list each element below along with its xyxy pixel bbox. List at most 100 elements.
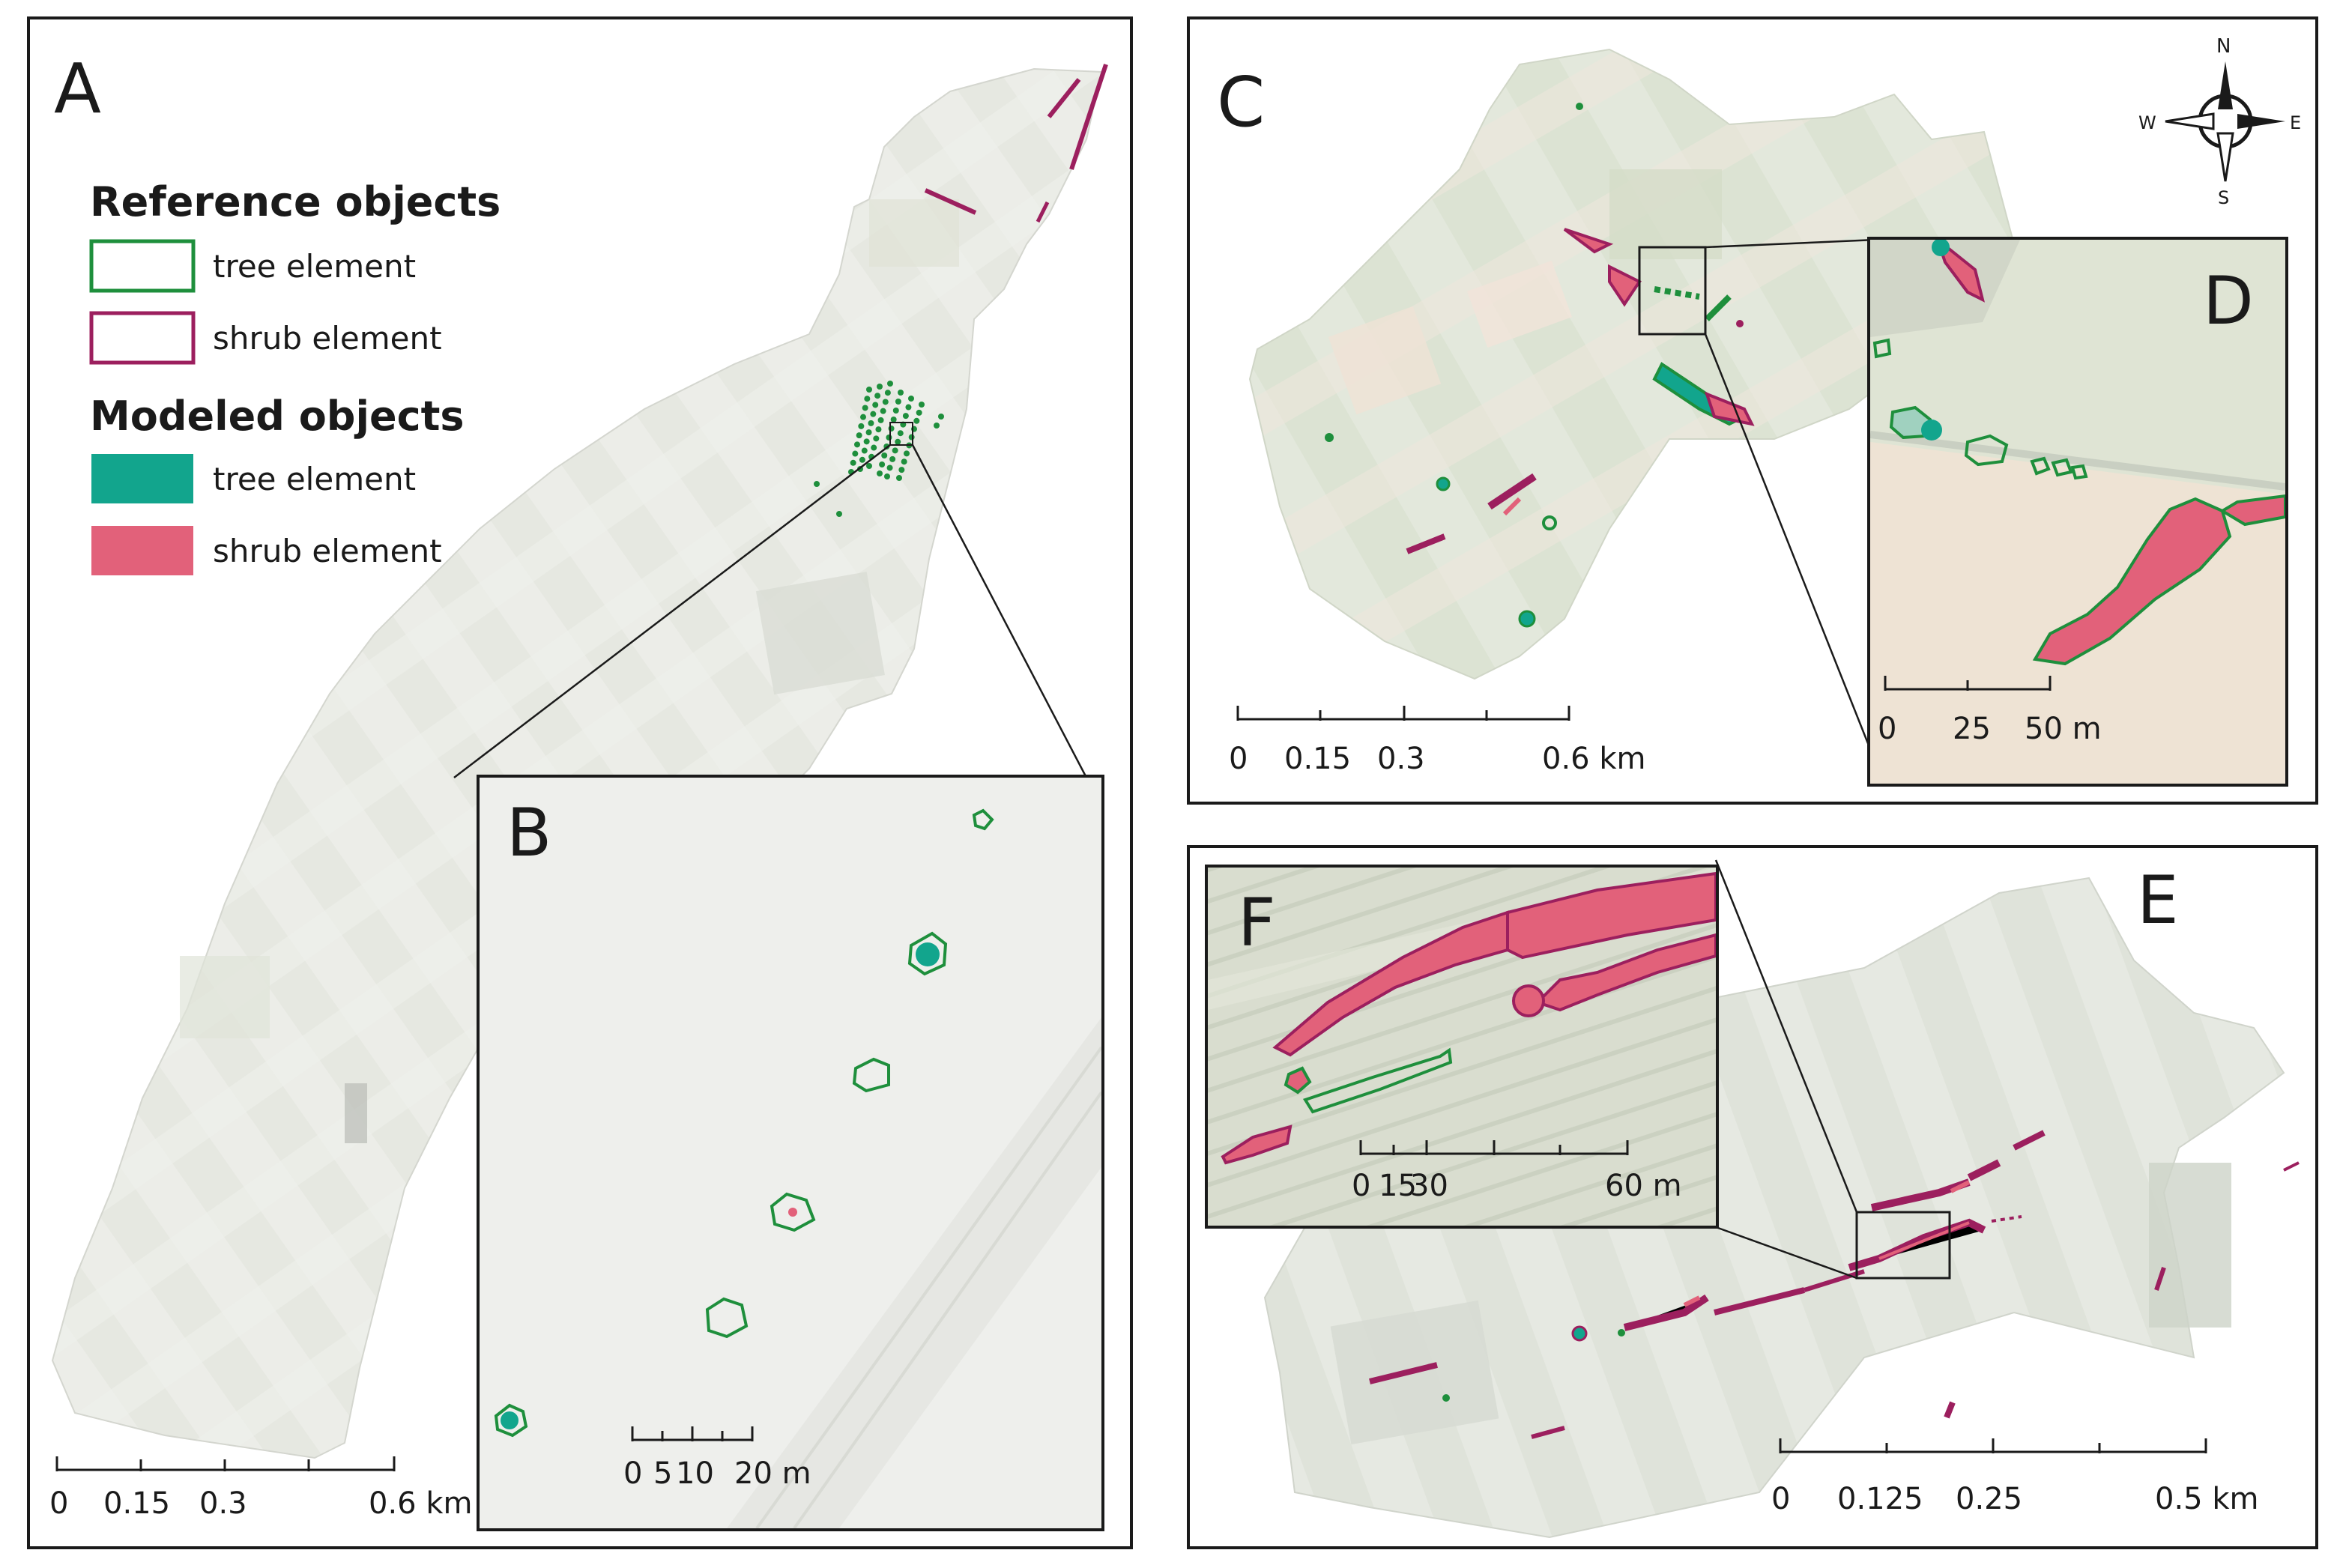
shrub-modeled: [1563, 228, 1614, 254]
map-c-canvas: C N S E W: [1217, 35, 2301, 776]
compass-e: E: [2290, 112, 2301, 133]
tree-point: [1325, 433, 1334, 442]
inset-connector: [1714, 859, 1858, 1213]
tree-point: [896, 475, 902, 481]
tree-point: [881, 452, 888, 458]
tree-line: [1654, 286, 1700, 300]
legend-modeled-title: Modeled objects: [90, 393, 465, 440]
tree-point: [865, 429, 872, 436]
field-patch: [755, 572, 885, 695]
tree-point: [888, 426, 895, 432]
study-area-a: [51, 67, 1103, 1459]
scalebar-c-tick: 0.3: [1377, 742, 1425, 776]
tree-point: [866, 463, 872, 469]
field-patch: [345, 1083, 367, 1143]
forest-patch: [2149, 1163, 2231, 1328]
tree-point: [913, 417, 920, 424]
tree-point: [916, 409, 922, 416]
map-panel-e: E 0 0.1: [1187, 845, 2318, 1549]
scalebar-c-tick: 0.15: [1284, 742, 1351, 776]
tree-point: [898, 467, 905, 473]
scalebar-f-tick: 15: [1379, 1169, 1417, 1203]
inset-connector: [453, 444, 891, 778]
tree-point: [904, 450, 910, 457]
tree-point: [860, 414, 866, 420]
tree-outline: [705, 1297, 749, 1339]
legend-ref-shrub-label: shrub element: [213, 320, 442, 357]
shrub-line: [1967, 1159, 2001, 1181]
tree-outline: [494, 1403, 528, 1438]
tree-point: [814, 481, 820, 487]
scalebar-b-tick: 0: [623, 1456, 642, 1491]
map-f-canvas: F 0 15 30 60 m: [1208, 868, 1716, 1226]
tree-modeled: [501, 1411, 518, 1429]
road-band: [727, 1017, 1101, 1528]
tree-point: [858, 423, 865, 429]
tree-point: [895, 399, 901, 405]
tree-outline: [1302, 1047, 1453, 1114]
tree-outline: [1542, 515, 1557, 530]
tree-point: [908, 396, 914, 402]
tree-outline: [972, 808, 994, 831]
shrub-modeled: [788, 1208, 797, 1217]
tree-point: [872, 402, 879, 408]
tree-line: [1705, 294, 1732, 321]
shrub-line: [1069, 64, 1108, 170]
shrub-line: [2013, 1130, 2046, 1151]
tree-point: [1442, 1394, 1450, 1402]
tree-point: [868, 420, 874, 426]
tree-point: [919, 402, 925, 408]
shrub-line: [1047, 78, 1081, 118]
compass-n: N: [2216, 35, 2231, 58]
inset-d-marker: [1638, 246, 1707, 336]
tree-point: [884, 473, 890, 479]
tree-point: [871, 444, 877, 451]
shrub-line: [2283, 1161, 2300, 1172]
tree-outline: [907, 931, 948, 976]
tree-point: [854, 441, 860, 448]
scalebar-f-tick: 0: [1352, 1169, 1370, 1203]
shrub-modeled: [1535, 933, 1716, 1012]
tree-point: [889, 455, 896, 462]
scalebar-d: [1884, 676, 2052, 691]
tree-point: [852, 450, 859, 457]
panel-label-c: C: [1217, 62, 1265, 142]
tree-point: [1618, 1329, 1625, 1337]
tree-point: [895, 438, 901, 445]
shrub-line: [1950, 1180, 1971, 1193]
scalebar-c: [1236, 706, 1570, 721]
scalebar-a-tick: 0: [49, 1486, 68, 1521]
panel-label-f: F: [1238, 884, 1276, 961]
tree-point: [908, 434, 915, 441]
legend-mod-tree-label: tree element: [213, 461, 416, 497]
tree-point: [934, 423, 940, 429]
tree-point: [863, 438, 870, 445]
scalebar-e-tick: 0: [1771, 1482, 1790, 1516]
tree-point: [886, 435, 892, 441]
inset-connector: [1705, 238, 1877, 249]
tree-point: [875, 426, 882, 433]
tree-point: [901, 458, 907, 465]
map-b-canvas: B 0 5 10 20 m: [480, 778, 1101, 1528]
shrub-line: [1878, 1221, 1970, 1260]
tree-outline: [1964, 434, 2009, 467]
scalebar-a-tick: 0.6 km: [369, 1486, 472, 1521]
scalebar-e-tick: 0.5 km: [2155, 1482, 2258, 1516]
shrub-line: [924, 188, 977, 215]
field-patch: [1328, 306, 1442, 415]
legend-reference-title: Reference objects: [90, 178, 501, 225]
tree-point: [887, 381, 893, 387]
tree-outline: [2070, 464, 2088, 480]
tree-point: [836, 511, 842, 517]
compass-w: W: [2138, 112, 2156, 133]
shrub-line: [1683, 1295, 1701, 1307]
scalebar-a: [55, 1456, 396, 1471]
tree-point: [866, 387, 872, 393]
tree-point: [1576, 103, 1583, 110]
panel-label-d: D: [2203, 262, 2254, 339]
tree-point: [877, 384, 883, 390]
map-panel-a: A Reference objects tree element shrub e…: [27, 16, 1133, 1549]
field-patch: [1466, 260, 1573, 348]
shrub-modeled: [1284, 1066, 1312, 1095]
scalebar-d-tick: 0: [1878, 712, 1896, 746]
